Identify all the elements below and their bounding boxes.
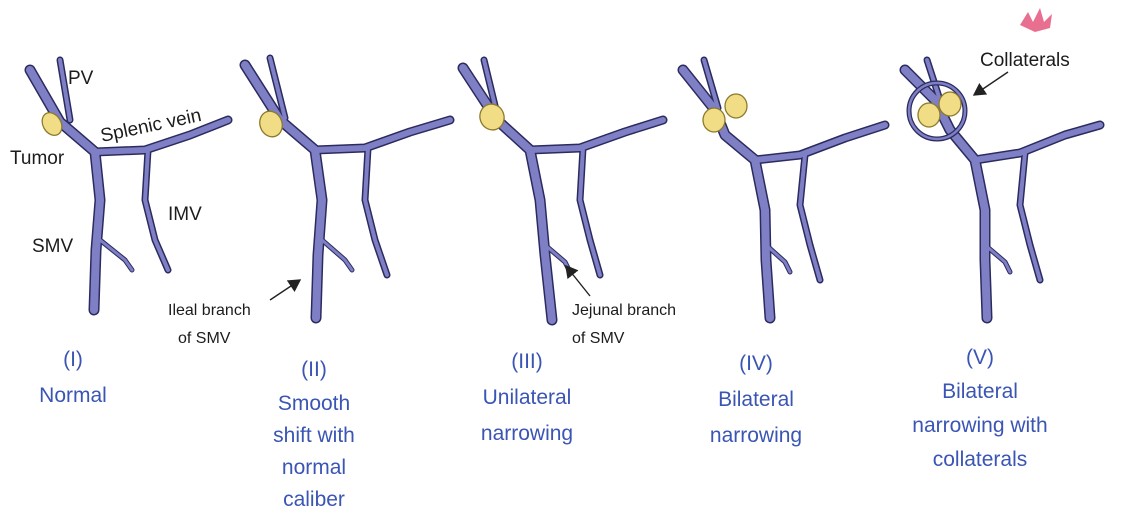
stage-2-caption-line3: normal: [282, 456, 346, 479]
stage-3-caption-line2: narrowing: [481, 422, 573, 445]
stage-3-unilateral-narrowing-illustration: Jejunal branch of SMV: [463, 60, 676, 347]
stage-3-veins: [463, 60, 663, 320]
stage-1-caption-line1: Normal: [39, 384, 107, 407]
stage-3-caption-line1: Unilateral: [483, 386, 572, 409]
stage-2-veins: [245, 58, 450, 318]
label-splenic-vein: Splenic vein: [99, 105, 204, 147]
stage-4-tumor-left: [703, 108, 725, 132]
jejunal-branch-arrow: [566, 266, 590, 296]
label-collaterals: Collaterals: [980, 50, 1070, 71]
stage-4-veins: [683, 60, 885, 318]
stage-1-veins: [30, 60, 228, 310]
stage-4-tumor-right: [725, 94, 747, 118]
pink-mark: [1020, 8, 1052, 32]
label-imv: IMV: [168, 204, 202, 225]
stage-1-numeral: (I): [63, 348, 83, 371]
label-jejunal-branch-line1: Jejunal branch: [572, 302, 676, 319]
stage-4-numeral: (IV): [739, 352, 773, 375]
label-jejunal-branch-line2: of SMV: [572, 330, 625, 347]
label-tumor: Tumor: [10, 148, 65, 169]
stage-4-bilateral-narrowing-illustration: [683, 60, 885, 318]
stage-5-caption-line1: Bilateral: [942, 380, 1018, 403]
stage-5-veins: [905, 60, 1100, 318]
collaterals-arrow: [974, 72, 1008, 95]
label-ileal-branch-line2: of SMV: [178, 330, 231, 347]
stage-5-tumor-right: [939, 92, 961, 116]
stage-3-numeral: (III): [511, 350, 543, 373]
stage-4-caption-line1: Bilateral: [718, 388, 794, 411]
label-smv: SMV: [32, 236, 74, 257]
label-pv: PV: [68, 68, 94, 89]
stage-2-caption-line4: caliber: [283, 488, 345, 511]
stage-2-smooth-shift-illustration: Ileal branch of SMV: [168, 58, 450, 347]
stage-2-caption-line1: Smooth: [278, 392, 350, 415]
stage-5-caption-line2: narrowing with: [912, 414, 1047, 437]
stage-5-tumor-left: [918, 103, 940, 127]
stage-1-normal-illustration: PV Splenic vein Tumor IMV SMV: [10, 60, 228, 310]
stage-5-collaterals-illustration: Collaterals: [905, 8, 1100, 318]
ileal-branch-arrow: [270, 280, 300, 300]
stage-2-caption-line2: shift with: [273, 424, 355, 447]
stage-5-caption-line3: collaterals: [933, 448, 1028, 471]
stage-captions: (I) Normal (II) Smooth shift with normal…: [39, 346, 1048, 511]
stage-5-numeral: (V): [966, 346, 994, 369]
stage-2-numeral: (II): [301, 358, 327, 381]
label-ileal-branch-line1: Ileal branch: [168, 302, 251, 319]
stage-1-tumor: [38, 109, 66, 139]
stage-4-caption-line2: narrowing: [710, 424, 802, 447]
